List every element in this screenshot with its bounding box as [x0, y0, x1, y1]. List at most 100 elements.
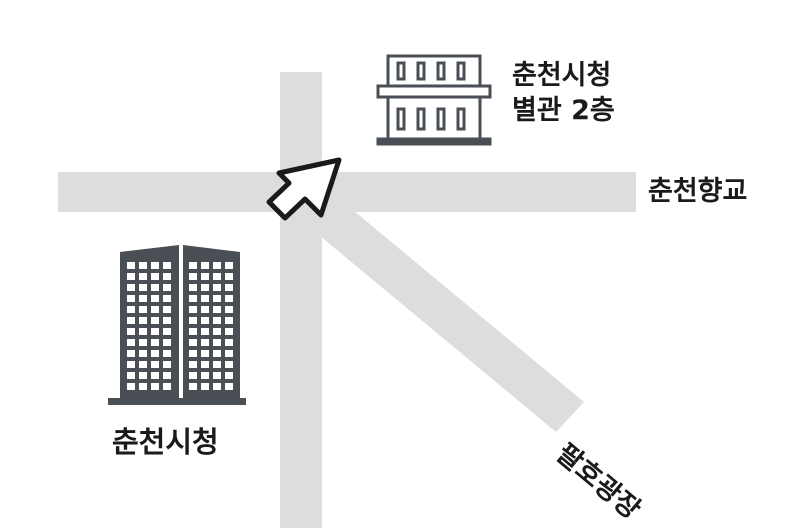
building-window [225, 284, 233, 291]
building-window [213, 339, 221, 346]
building-window [225, 306, 233, 313]
building-window [163, 350, 171, 357]
building-window [201, 317, 209, 324]
building-window [139, 262, 147, 269]
building-window [201, 350, 209, 357]
building-window [189, 317, 197, 324]
building-window [139, 284, 147, 291]
building-window [139, 339, 147, 346]
building-window [163, 273, 171, 280]
building-window [139, 328, 147, 335]
building-window [225, 317, 233, 324]
road-diagonal-to-palho [308, 196, 584, 432]
building-window [225, 383, 233, 390]
building-window [201, 284, 209, 291]
building-window [151, 350, 159, 357]
building-window [225, 328, 233, 335]
building-window [151, 372, 159, 379]
building-window [127, 306, 135, 313]
building-window [127, 317, 135, 324]
building-window [213, 328, 221, 335]
building-window [163, 383, 171, 390]
building-window [163, 317, 171, 324]
building-window [189, 361, 197, 368]
building-window [127, 328, 135, 335]
building-window [201, 306, 209, 313]
building-window [163, 306, 171, 313]
building-window [225, 262, 233, 269]
building-window [225, 273, 233, 280]
building-window [163, 361, 171, 368]
annex-label-line2: 별관 2층 [512, 95, 615, 126]
building-window [139, 361, 147, 368]
building-window [189, 350, 197, 357]
building-window [213, 306, 221, 313]
building-window [127, 284, 135, 291]
building-window [127, 273, 135, 280]
direction-arrow-icon [266, 157, 342, 221]
building-window [201, 295, 209, 302]
building-window [225, 295, 233, 302]
building-window [213, 317, 221, 324]
building-window [163, 284, 171, 291]
building-window [201, 328, 209, 335]
building-window [139, 372, 147, 379]
building-window [151, 306, 159, 313]
annex-label: 춘천시청 별관 2층 [512, 58, 615, 128]
building-window [127, 262, 135, 269]
building-window [151, 317, 159, 324]
building-window [151, 273, 159, 280]
building-window [213, 262, 221, 269]
city-hall-building-icon [108, 245, 246, 405]
building-window [201, 262, 209, 269]
roads [58, 72, 636, 528]
building-window [201, 273, 209, 280]
building-window [127, 295, 135, 302]
building-window [151, 328, 159, 335]
building-window [139, 273, 147, 280]
building-window [213, 273, 221, 280]
annex-building-icon [376, 54, 492, 146]
building-window [139, 383, 147, 390]
building-window [139, 306, 147, 313]
building-window [163, 262, 171, 269]
building-window [151, 361, 159, 368]
building-window [151, 295, 159, 302]
building-window [201, 372, 209, 379]
building-window [163, 328, 171, 335]
building-window [189, 295, 197, 302]
building-window [189, 372, 197, 379]
building-window [139, 317, 147, 324]
building-window [213, 295, 221, 302]
building-window [201, 361, 209, 368]
building-window [127, 339, 135, 346]
building-window [127, 383, 135, 390]
building-window [189, 339, 197, 346]
building-window [213, 372, 221, 379]
building-window [213, 284, 221, 291]
building-window [201, 383, 209, 390]
building-window [151, 284, 159, 291]
building-window [225, 339, 233, 346]
building-window [225, 361, 233, 368]
road-vertical [280, 72, 322, 528]
building-window [189, 273, 197, 280]
annex-label-line1: 춘천시청 [512, 60, 612, 91]
building-window [225, 372, 233, 379]
city-hall-label: 춘천시청 [112, 425, 219, 459]
building-window [201, 339, 209, 346]
building-window [151, 383, 159, 390]
building-window [189, 306, 197, 313]
building-window [127, 350, 135, 357]
building-window [151, 339, 159, 346]
building-window [127, 361, 135, 368]
building-window [139, 295, 147, 302]
building-window [189, 328, 197, 335]
building-window [127, 372, 135, 379]
building-window [163, 339, 171, 346]
building-window [189, 284, 197, 291]
building-window [139, 350, 147, 357]
building-window [189, 262, 197, 269]
building-window [225, 350, 233, 357]
